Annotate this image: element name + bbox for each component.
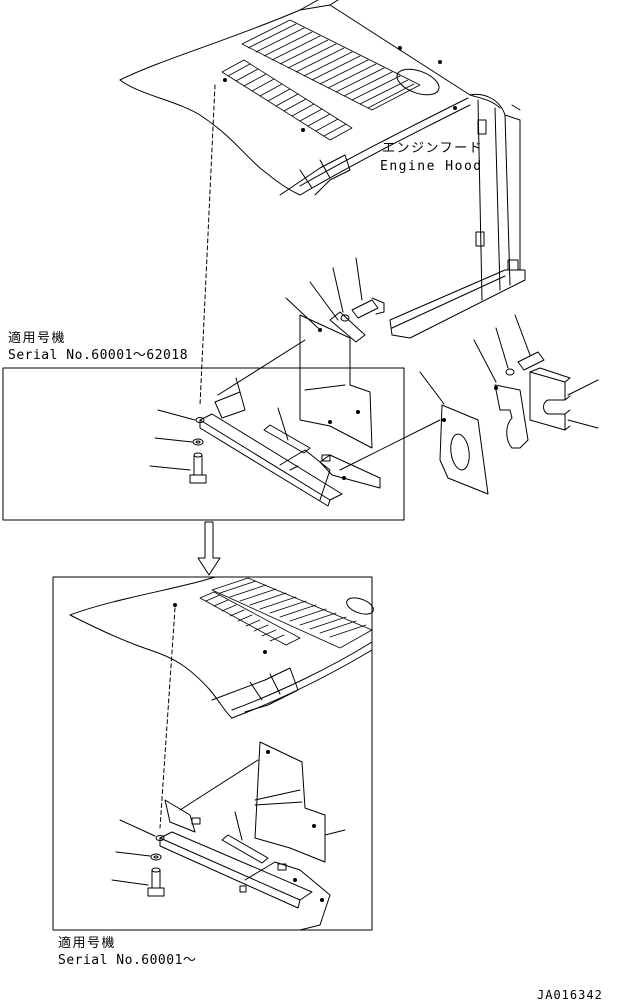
transition-arrow	[197, 521, 221, 576]
hood-louver-grille-upper	[221, 19, 421, 141]
upper-bracket-assembly	[199, 311, 441, 507]
lower-bracket-assembly	[159, 741, 331, 931]
drawing-code: JA016342	[537, 988, 603, 1002]
upper-bolt-washer	[189, 417, 207, 484]
lower-hood-assembly	[69, 576, 374, 719]
lower-leader-lines	[111, 811, 346, 886]
hood-bolt-washer	[340, 297, 385, 322]
hood-louver-grille-lower	[199, 577, 373, 649]
upper-inset-frame	[2, 367, 405, 521]
alignment-dashed-line-lower	[159, 607, 176, 829]
upper-leader-lines	[149, 257, 363, 471]
upper-scope-serial: Serial No.60001～62018	[8, 348, 189, 363]
lower-bolt-washer	[147, 835, 165, 897]
engine-hood-label-jp: エンジンフード	[382, 141, 484, 156]
upper-scope-label-jp: 適用号機	[8, 331, 67, 346]
alignment-dashed-line-upper	[199, 84, 216, 406]
right-shim-plates	[419, 314, 599, 495]
lower-inset-frame	[52, 576, 373, 931]
engine-hood-label-en: Engine Hood	[380, 159, 483, 174]
lower-scope-label-jp: 適用号機	[58, 936, 117, 951]
engine-hood-assembly	[119, 0, 526, 339]
lower-scope-serial: Serial No.60001～	[58, 953, 197, 968]
